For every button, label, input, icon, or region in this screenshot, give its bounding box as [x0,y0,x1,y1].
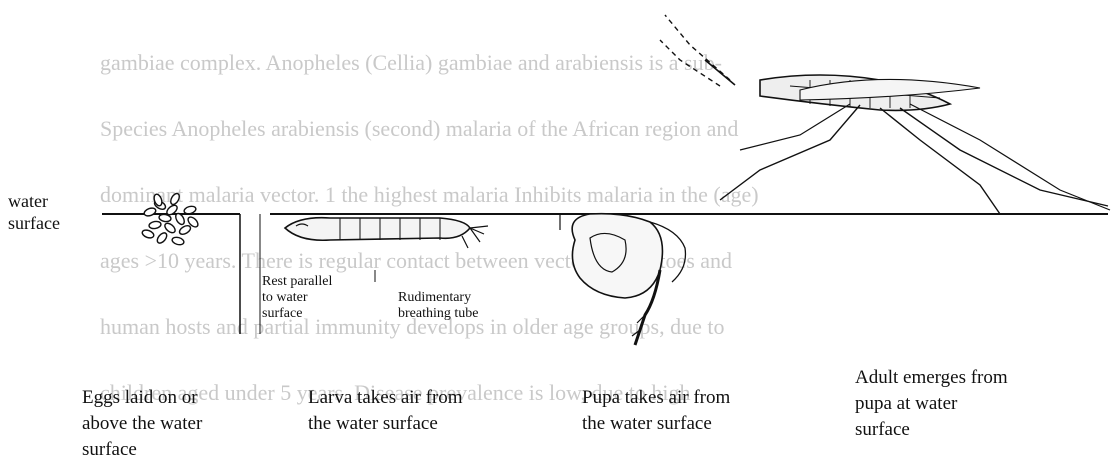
adult-label-line: pupa at water [855,392,957,415]
larva-note-rest-line: Rest parallel [262,274,332,290]
eggs-drawing [141,192,200,246]
adult-mosquito-drawing [660,15,1110,214]
pupa-label-line: Pupa takes air from [582,386,730,409]
water-surface-label-line: water [8,190,48,212]
water-surface-label-line: surface [8,212,60,234]
adult-label-line: surface [855,418,910,441]
larva-label-line: the water surface [308,412,438,435]
adult-label-line: Adult emerges from [855,366,1008,389]
pupa-label-line: the water surface [582,412,712,435]
larva-note-rest-line: to water [262,290,307,306]
eggs-label-line: Eggs laid on or [82,386,198,409]
larva-note-tube-line: breathing tube [398,306,478,322]
larva-label-line: Larva takes air from [308,386,463,409]
pupa-drawing [560,214,685,345]
eggs-label-line: above the water [82,412,202,435]
eggs-label-line: surface [82,438,137,461]
larva-note-tube-line: Rudimentary [398,290,471,306]
larva-note-rest-line: surface [262,306,302,322]
